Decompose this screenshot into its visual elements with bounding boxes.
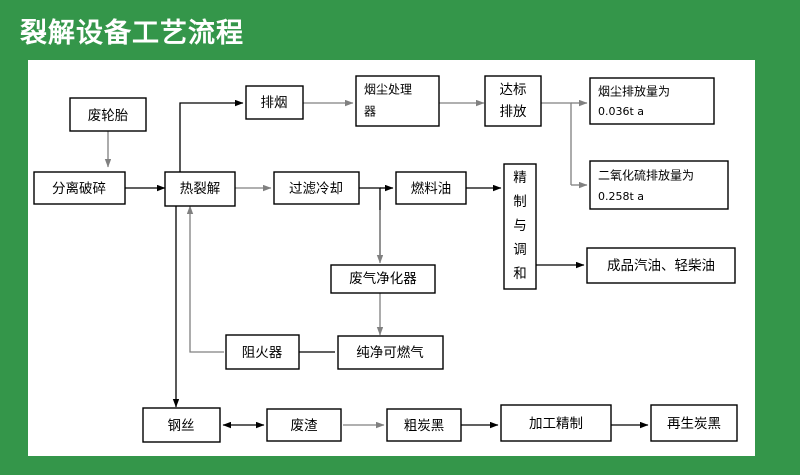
node-waste-residue-label: 废渣 [291,418,318,434]
node-filter-cool[interactable]: 过滤冷却 [273,171,360,205]
edge-pyrolysis-to-exhaust-smoke [179,99,244,173]
node-pyrolysis-label: 热裂解 [180,181,221,197]
node-finished-oil-label: 成品汽油、轻柴油 [607,258,715,274]
node-pyrolysis[interactable]: 热裂解 [164,171,236,207]
node-recycled-carbon-black[interactable]: 再生炭黑 [650,404,738,442]
node-exhaust-smoke[interactable]: 排烟 [245,85,304,120]
node-crude-carbon-black-label: 粗炭黑 [404,418,445,434]
node-fuel-oil[interactable]: 燃料油 [395,171,467,205]
node-dust-treatment[interactable]: 烟尘处理 器 [355,75,440,127]
flowchart-svg: 废轮胎 分离破碎 热裂解 排烟 烟尘处理 器 [33,75,738,443]
node-so2-emission-value: 0.258t a [598,190,644,203]
edge-flame-arrester-to-pyrolysis [186,205,224,353]
node-refine-blend-char-4: 和 [513,266,527,282]
node-gas-purifier-label: 废气净化器 [349,271,417,287]
node-refine-blend-char-3: 调 [513,242,527,258]
node-standard-discharge-line2: 排放 [500,104,528,120]
node-flame-arrester-label: 阻火器 [242,345,283,361]
edge-filter-cool-split [358,187,381,260]
node-filter-cool-label: 过滤冷却 [289,181,343,197]
node-standard-discharge[interactable]: 达标 排放 [484,75,542,127]
node-refine-blend-char-1: 制 [513,194,527,210]
node-finished-oil[interactable]: 成品汽油、轻柴油 [586,247,736,284]
node-steel-wire[interactable]: 钢丝 [142,407,221,443]
edge-standard-discharge-split [541,102,572,185]
node-separate-crush[interactable]: 分离破碎 [33,171,126,205]
flowchart-canvas: 废轮胎 分离破碎 热裂解 排烟 烟尘处理 器 [28,60,755,456]
node-process-refine-label: 加工精制 [529,416,583,432]
page-title: 裂解设备工艺流程 [20,18,244,49]
node-clean-gas-label: 纯净可燃气 [356,344,424,361]
node-standard-discharge-line1: 达标 [500,82,527,98]
node-steel-wire-label: 钢丝 [168,418,195,434]
node-refine-blend-char-0: 精 [513,170,527,186]
node-waste-tire[interactable]: 废轮胎 [69,97,147,132]
node-dust-emission-label: 烟尘排放量为 [598,84,670,99]
node-waste-tire-label: 废轮胎 [88,108,129,124]
node-clean-gas[interactable]: 纯净可燃气 [337,335,444,370]
node-fuel-oil-label: 燃料油 [411,180,452,197]
node-waste-residue[interactable]: 废渣 [266,408,342,442]
node-recycled-carbon-black-label: 再生炭黑 [667,416,721,432]
node-gas-purifier[interactable]: 废气净化器 [330,264,436,294]
node-separate-crush-label: 分离破碎 [52,180,106,197]
node-so2-emission-label: 二氧化硫排放量为 [598,168,694,183]
node-so2-emission[interactable]: 二氧化硫排放量为 0.258t a [589,160,729,210]
node-crude-carbon-black[interactable]: 粗炭黑 [386,408,462,442]
node-flame-arrester[interactable]: 阻火器 [225,334,300,370]
node-dust-emission[interactable]: 烟尘排放量为 0.036t a [589,77,715,125]
node-refine-blend-char-2: 与 [513,218,527,234]
node-dust-emission-value: 0.036t a [598,105,644,118]
node-refine-blend[interactable]: 精 制 与 调 和 [503,163,537,290]
node-exhaust-smoke-label: 排烟 [261,95,288,111]
node-dust-treatment-line2: 器 [364,105,376,119]
node-dust-treatment-line1: 烟尘处理 [364,83,412,97]
node-process-refine[interactable]: 加工精制 [500,404,612,442]
